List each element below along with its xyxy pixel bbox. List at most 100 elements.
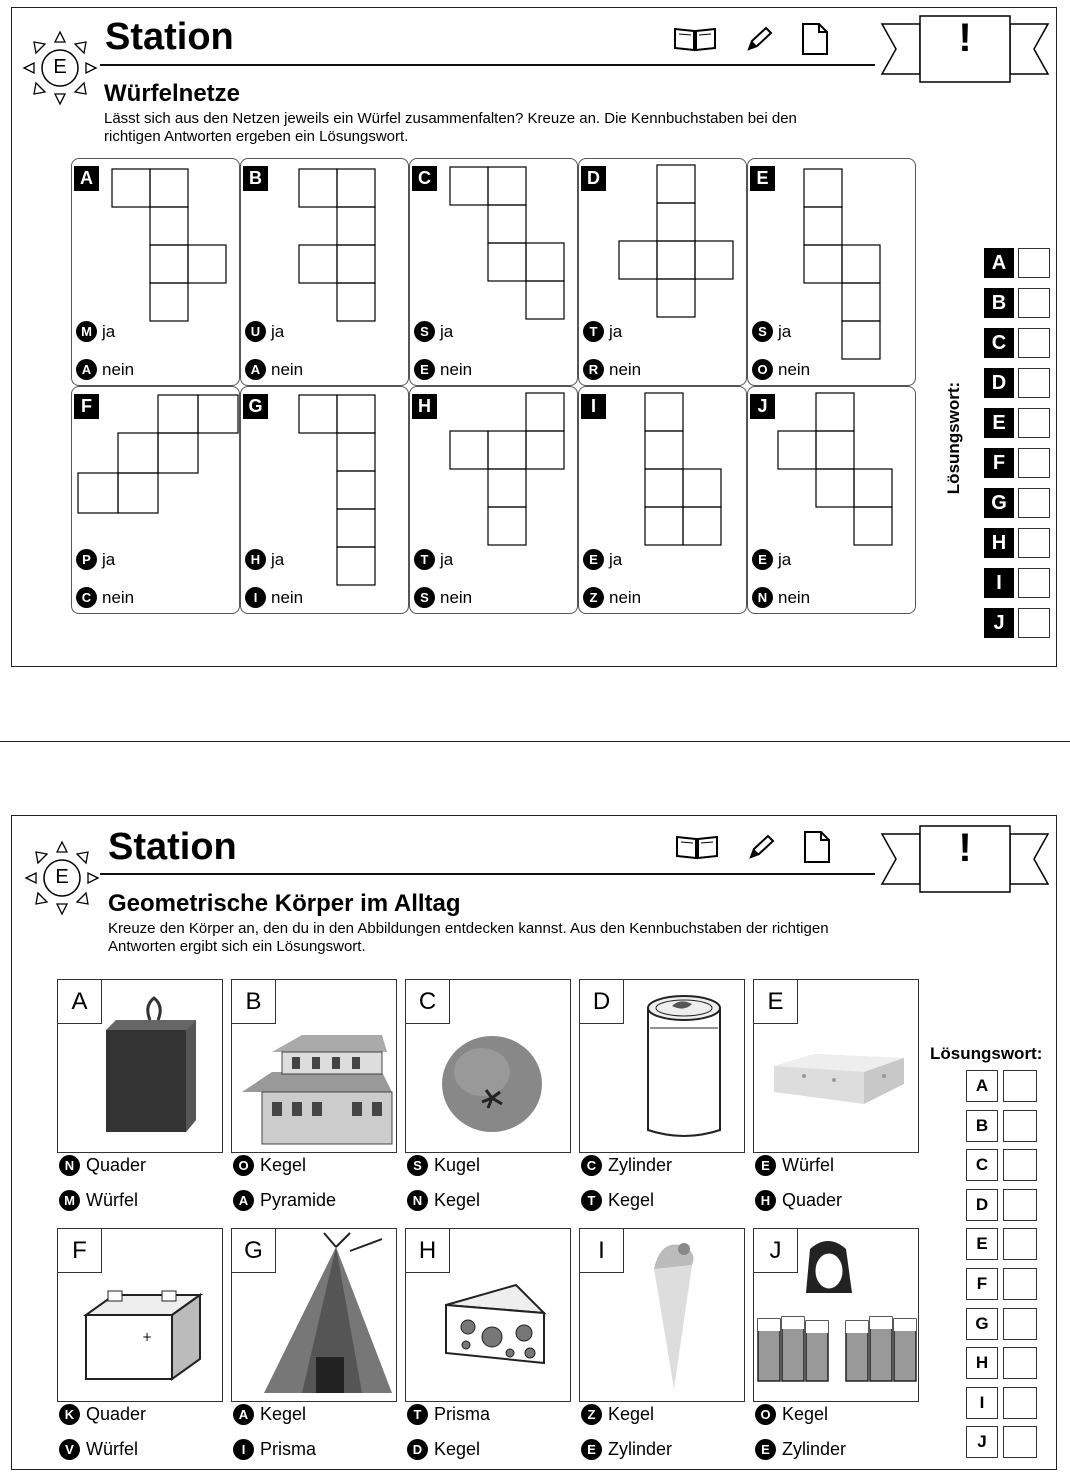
solution-input[interactable] [1018, 368, 1050, 398]
solution-input[interactable] [1003, 1149, 1037, 1182]
object-label: C [406, 980, 450, 1024]
instruction-line-1: Lässt sich aus den Netzen jeweils ein Wü… [104, 110, 797, 127]
option-code-badge: U [245, 321, 266, 342]
solution-letter: D [984, 368, 1014, 398]
solution-input[interactable] [1003, 1426, 1037, 1459]
net-label: B [243, 166, 268, 191]
option-label: ja [271, 549, 285, 569]
level-letter: E [53, 56, 67, 78]
solution-input[interactable] [1003, 1307, 1037, 1340]
solution-input[interactable] [1018, 448, 1050, 478]
solution-input[interactable] [1018, 328, 1050, 358]
option-label: Kegel [608, 1190, 655, 1210]
solution-letter: G [966, 1307, 998, 1340]
option-code-badge: S [752, 321, 773, 342]
solution-input[interactable] [1003, 1070, 1037, 1102]
option-label: Kegel [434, 1190, 481, 1210]
solution-input[interactable] [1003, 1347, 1037, 1380]
solution-input[interactable] [1018, 608, 1050, 638]
option-code-badge: M [76, 321, 97, 342]
solution-letter: E [966, 1228, 998, 1261]
solution-letter: D [966, 1188, 998, 1221]
option-code-badge: K [59, 1404, 80, 1425]
solution-input[interactable] [1003, 1109, 1037, 1142]
option-code-badge: E [583, 549, 604, 570]
solution-input[interactable] [1003, 1267, 1037, 1300]
solution-input[interactable] [1003, 1188, 1037, 1221]
solution-input[interactable] [1018, 248, 1050, 278]
solution-letter: G [984, 488, 1014, 518]
option-label: Würfel [86, 1439, 139, 1459]
solution-input[interactable] [1018, 568, 1050, 598]
solution-input[interactable] [1003, 1228, 1037, 1261]
option-code-badge: S [414, 587, 435, 608]
solution-input[interactable] [1003, 1386, 1037, 1419]
solution-input[interactable] [1018, 528, 1050, 558]
option-label: Würfel [782, 1155, 835, 1175]
option-code-badge: E [755, 1439, 776, 1460]
solution-letter: J [984, 608, 1014, 638]
solution-input[interactable] [1018, 408, 1050, 438]
object-label: H [406, 1229, 450, 1273]
object-picture: G [231, 1228, 397, 1402]
solution-input[interactable] [1018, 288, 1050, 318]
solution-letter: A [966, 1070, 998, 1102]
solution-input[interactable] [1018, 488, 1050, 518]
pencil-icon [749, 834, 775, 859]
option-label: Quader [86, 1155, 147, 1175]
instruction-text: Kreuze den Körper an, den du in den Abbi… [108, 920, 829, 956]
